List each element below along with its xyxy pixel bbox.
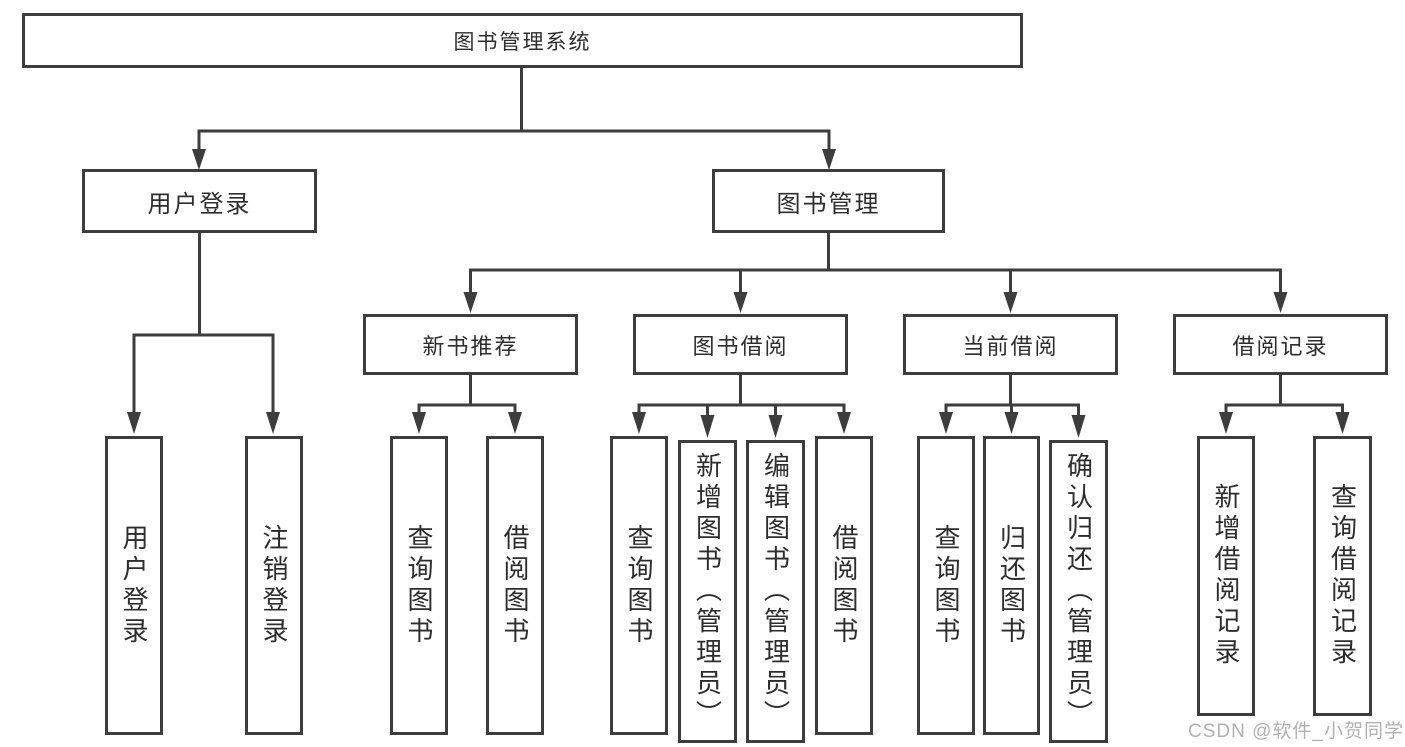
node-borrow-records: 借阅记录: [1173, 314, 1388, 375]
leaf-user-login: 用户登录: [105, 436, 163, 735]
node-label: 新增图书（管理员）: [692, 452, 723, 731]
connector-current-borrow-branch: [939, 375, 1086, 438]
connector-book-management-branch: [463, 233, 1288, 313]
node-label: 查询图书: [624, 523, 654, 648]
node-book-management: 图书管理: [712, 169, 945, 233]
node-label: 归还图书: [996, 523, 1027, 648]
csdn-watermark: CSDN @软件_小贺同学: [1188, 721, 1404, 742]
node-label: 新书推荐: [422, 333, 519, 359]
leaf-search-books-recommend: 查询图书: [390, 436, 448, 735]
leaf-logout: 注销登录: [245, 436, 303, 735]
node-label: 用户登录: [147, 190, 252, 218]
connector-user-login-branch: [127, 233, 280, 434]
node-new-book-recommend: 新书推荐: [363, 314, 578, 375]
leaf-borrow-books: 借阅图书: [815, 436, 873, 735]
node-label: 新增借阅记录: [1211, 483, 1241, 669]
leaf-edit-books-admin: 编辑图书（管理员）: [746, 440, 805, 743]
connector-root-branch: [192, 68, 836, 170]
node-book-borrow: 图书借阅: [633, 314, 848, 375]
leaf-search-books-current: 查询图书: [917, 436, 975, 735]
node-label: 当前借阅: [962, 333, 1059, 359]
node-label: 借阅图书: [829, 523, 859, 648]
node-label: 借阅图书: [500, 523, 530, 648]
node-label: 图书管理: [776, 190, 881, 218]
node-label: 图书管理系统: [453, 30, 592, 54]
node-user-login: 用户登录: [82, 169, 317, 233]
node-label: 查询图书: [931, 523, 961, 648]
leaf-borrow-books-recommend: 借阅图书: [486, 436, 544, 735]
node-label: 用户登录: [119, 523, 149, 648]
node-library-management-system: 图书管理系统: [22, 13, 1023, 68]
connector-new-book-branch: [412, 375, 522, 434]
leaf-add-borrow-record: 新增借阅记录: [1197, 436, 1255, 716]
node-label: 编辑图书（管理员）: [760, 452, 791, 731]
connector-book-borrow-branch: [632, 375, 851, 438]
leaf-search-books-borrow: 查询图书: [610, 436, 668, 735]
node-label: 图书借阅: [692, 333, 789, 359]
node-label: 借阅记录: [1232, 333, 1329, 359]
node-label: 查询图书: [404, 523, 434, 648]
leaf-confirm-return-admin: 确认归还（管理员）: [1049, 440, 1108, 743]
leaf-search-borrow-record: 查询借阅记录: [1313, 436, 1372, 716]
node-label: 注销登录: [259, 523, 289, 648]
node-label: 查询借阅记录: [1327, 483, 1358, 669]
node-current-borrow: 当前借阅: [903, 314, 1118, 375]
leaf-return-books: 归还图书: [983, 436, 1040, 735]
connector-borrow-record-branch: [1219, 375, 1350, 434]
node-label: 确认归还（管理员）: [1063, 452, 1094, 731]
leaf-add-books-admin: 新增图书（管理员）: [678, 440, 737, 743]
